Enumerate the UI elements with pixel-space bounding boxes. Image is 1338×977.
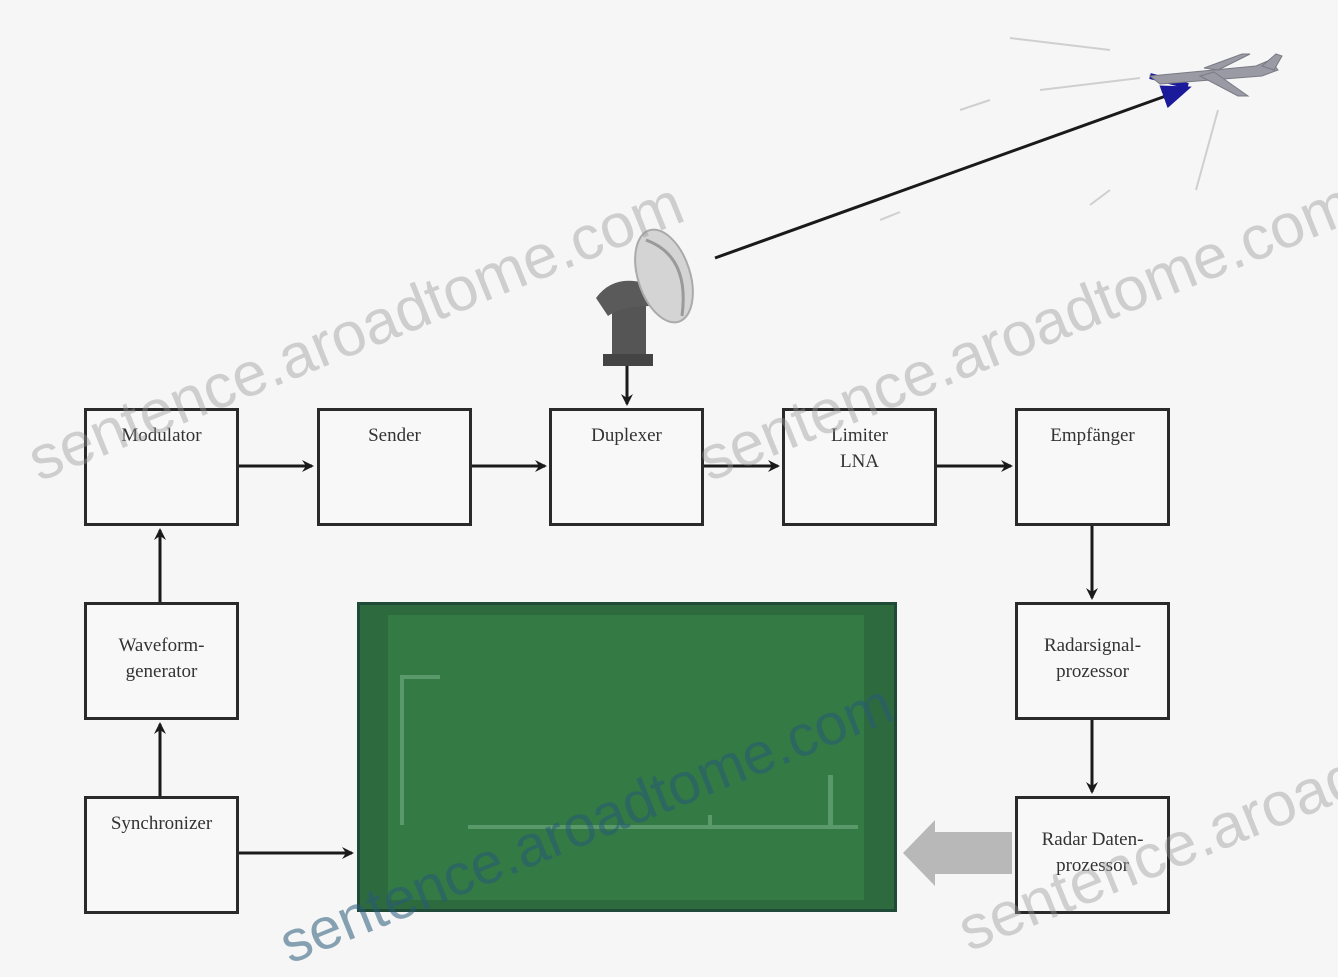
scope-axis-left — [400, 675, 404, 825]
antenna-dish-icon — [596, 228, 694, 366]
limiter-lna-block: Limiter LNA — [782, 408, 937, 526]
synchronizer-label: Synchronizer — [110, 813, 213, 834]
arrow-dataproc-display — [903, 820, 1012, 886]
scope-baseline — [468, 825, 858, 829]
signal-processor-label-line2: prozessor — [1056, 661, 1129, 682]
signal-processor-label-line1: Radarsignal- — [1043, 635, 1142, 656]
airplane-icon — [1148, 53, 1283, 97]
scope-echo-pulse — [828, 775, 833, 825]
display-inner-area — [388, 615, 864, 900]
waveform-generator-block: Waveform- generator — [84, 602, 239, 720]
radar-beam-arrow — [714, 85, 1192, 260]
waveform-label-line1: Waveform- — [118, 635, 205, 656]
receiver-block: Empfänger — [1015, 408, 1170, 526]
limiter-label: Limiter — [831, 425, 888, 446]
duplexer-block: Duplexer — [549, 408, 704, 526]
data-processor-label-line2: prozessor — [1056, 855, 1129, 876]
scope-axis-top — [400, 675, 440, 679]
signal-processor-block: Radarsignal- prozessor — [1015, 602, 1170, 720]
modulator-block: Modulator — [84, 408, 239, 526]
data-processor-block: Radar Daten- prozessor — [1015, 796, 1170, 914]
reflection-rays — [879, 37, 1219, 221]
scope-tick — [708, 815, 712, 827]
receiver-label: Empfänger — [1050, 425, 1135, 446]
radar-block-diagram: Modulator Sender Duplexer Limiter LNA Em… — [18, 37, 1338, 976]
modulator-label: Modulator — [121, 425, 202, 446]
connectors — [154, 37, 1283, 886]
radar-display-screen — [357, 602, 897, 912]
data-processor-label-line1: Radar Daten- — [1041, 829, 1144, 850]
duplexer-label: Duplexer — [591, 425, 662, 446]
synchronizer-block: Synchronizer — [84, 796, 239, 914]
sender-label: Sender — [368, 425, 421, 446]
waveform-label-line2: generator — [125, 661, 198, 682]
lna-label: LNA — [839, 451, 880, 472]
sender-block: Sender — [317, 408, 472, 526]
